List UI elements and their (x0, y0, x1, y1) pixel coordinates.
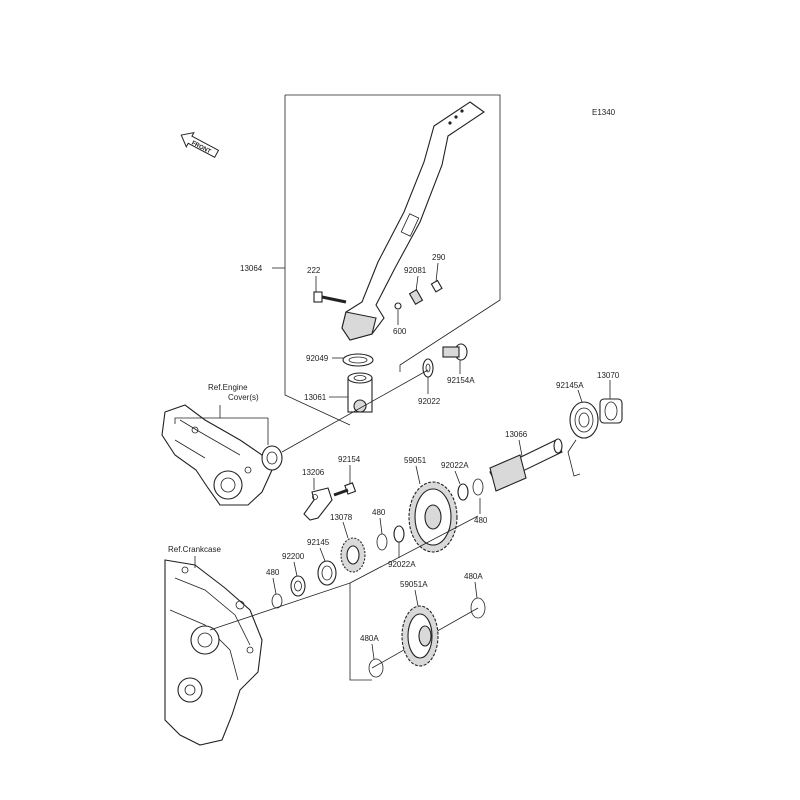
label-59051: 59051 (404, 456, 427, 465)
ref-engine-leader (174, 405, 221, 424)
washer-92022 (422, 358, 434, 378)
label-92145A: 92145A (556, 381, 584, 390)
label-13064: 13064 (240, 264, 263, 273)
kick-pedal-lever (341, 101, 485, 341)
label-290: 290 (432, 253, 446, 262)
spring-92145A (567, 401, 599, 477)
leader-13078 (342, 521, 349, 539)
label-480A-1: 480A (464, 572, 483, 581)
front-arrow-icon: FRONT (180, 132, 220, 159)
label-92154A: 92154A (447, 376, 475, 385)
leader-290 (435, 262, 439, 283)
leader-480-2 (379, 517, 383, 535)
label-13066: 13066 (505, 430, 528, 439)
leader-92145 (319, 547, 326, 562)
leader-13066 (518, 439, 523, 457)
label-480-3: 480 (266, 568, 280, 577)
label-92049: 92049 (306, 354, 329, 363)
plate-13206 (303, 487, 333, 521)
bolt-222 (313, 291, 347, 304)
label-13206: 13206 (302, 468, 325, 477)
crankcase (164, 559, 263, 746)
ratchet-13078 (340, 537, 366, 573)
washer-92049 (342, 353, 374, 367)
label-13070: 13070 (597, 371, 620, 380)
spring-92145 (317, 560, 337, 586)
label-92154: 92154 (338, 455, 361, 464)
gear-59051A (401, 605, 439, 667)
label-92145: 92145 (307, 538, 330, 547)
gear-59051 (408, 481, 458, 553)
axis-line-gear (349, 515, 479, 584)
leader-59051A (414, 589, 419, 607)
axis-line-crankcase (209, 582, 372, 681)
engine-cover (161, 404, 273, 506)
leader-59051 (415, 465, 421, 485)
label-92200: 92200 (282, 552, 305, 561)
label-222: 222 (307, 266, 321, 275)
leader-480A-2 (371, 643, 375, 660)
oil-seal-cover (261, 445, 283, 471)
label-600: 600 (393, 327, 407, 336)
leader-92200 (293, 561, 298, 577)
circlip-480-3 (271, 593, 283, 609)
boss-13061 (347, 372, 373, 413)
label-13078: 13078 (330, 513, 353, 522)
diagram-code: E1340 (592, 108, 616, 117)
ball-600 (394, 302, 402, 310)
circlip-480A-2 (368, 658, 384, 678)
leader-92081 (415, 275, 419, 292)
label-92022: 92022 (418, 397, 441, 406)
washer-92022A-1 (457, 483, 469, 501)
ref-crankcase: Ref.Crankcase (168, 545, 221, 554)
leader-92022A-1 (454, 470, 461, 485)
label-92022A-1: 92022A (441, 461, 469, 470)
label-92081: 92081 (404, 266, 427, 275)
bolt-92154A (442, 343, 468, 361)
spring-92081 (408, 289, 424, 305)
ref-engine-cover-line1: Ref.Engine (208, 383, 248, 392)
shaft-13066 (489, 438, 563, 492)
circlip-480-1 (472, 478, 484, 496)
label-59051A: 59051A (400, 580, 428, 589)
label-480A-2: 480A (360, 634, 379, 643)
label-480-1: 480 (474, 516, 488, 525)
bolt-92154 (333, 482, 357, 497)
washer-92022A-2 (393, 525, 405, 543)
circlip-480A-1 (470, 597, 486, 619)
washer-92200 (290, 575, 306, 597)
leader-480A-1 (474, 581, 478, 599)
bush-13070 (599, 398, 623, 424)
leader-480-3 (272, 577, 277, 595)
group-bracket-left (284, 95, 351, 426)
label-13061: 13061 (304, 393, 327, 402)
circlip-480-2 (376, 533, 388, 551)
axis-line-cover (281, 369, 429, 453)
label-92022A-2: 92022A (388, 560, 416, 569)
group-bracket (285, 94, 501, 372)
label-480-2: 480 (372, 508, 386, 517)
leader-92145A (577, 389, 583, 403)
screw-290 (430, 279, 443, 293)
ref-engine-cover-line2: Cover(s) (228, 393, 259, 402)
